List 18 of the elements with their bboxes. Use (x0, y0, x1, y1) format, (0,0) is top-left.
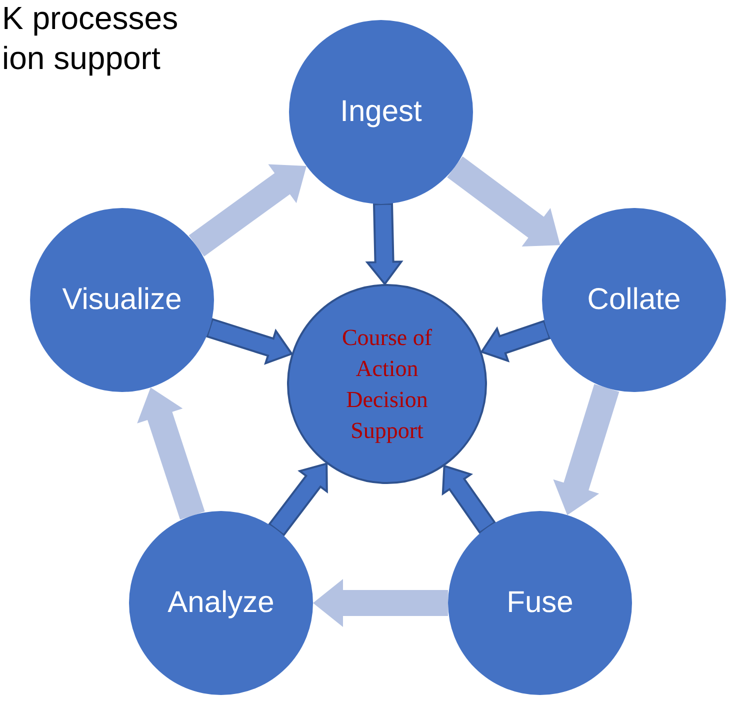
block-arrow (206, 318, 294, 365)
block-arrow (553, 384, 620, 516)
block-arrow (442, 464, 496, 534)
node-label: Analyze (168, 586, 274, 620)
block-arrow (447, 156, 560, 246)
block-arrow (268, 462, 328, 536)
block-arrow (480, 320, 552, 362)
node-label: Fuse (506, 586, 574, 620)
block-arrow (365, 202, 404, 286)
node-label: Visualize (62, 283, 182, 317)
heading-fragment: ion support (2, 40, 160, 77)
block-arrow (188, 164, 306, 256)
node-label: Ingest (340, 95, 422, 129)
heading-fragment: K processes (2, 0, 178, 37)
block-arrow (137, 388, 205, 520)
node-label: Collate (587, 283, 681, 317)
block-arrow (313, 579, 448, 627)
node-label: Course of Action Decision Support (340, 324, 434, 445)
